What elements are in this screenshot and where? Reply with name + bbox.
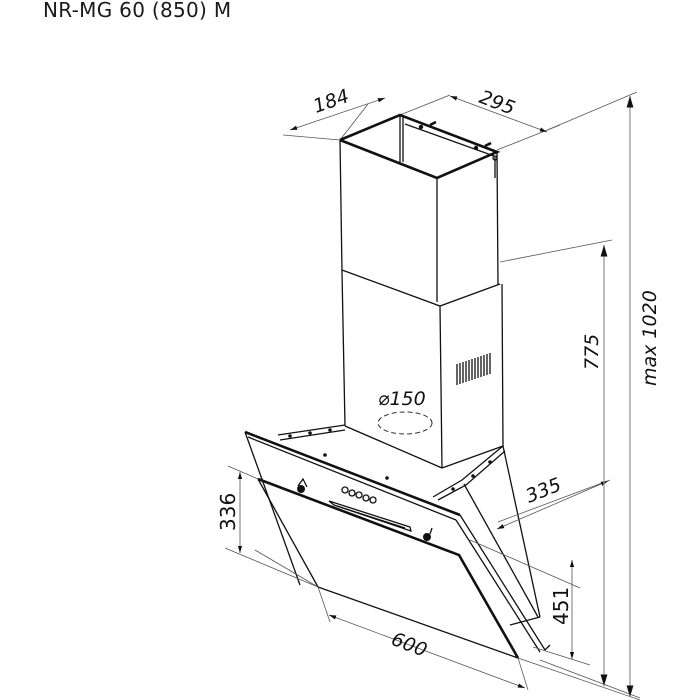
duct-diameter-label: ⌀150 [378, 388, 426, 410]
hood-frame [244, 430, 551, 653]
dimension-775: 775 [499, 239, 613, 686]
glass-panel [257, 477, 520, 659]
dim-295-label: 295 [476, 86, 518, 120]
dimension-451: 451 [532, 560, 591, 666]
dimension-600: 600 [254, 549, 641, 700]
side-bracket [277, 424, 541, 626]
control-buttons [341, 486, 377, 504]
duct-outlet: ⌀150 [377, 388, 433, 435]
dimension-336: 336 [216, 465, 319, 588]
dim-451-label: 451 [549, 587, 573, 625]
dimension-295: 295 [399, 86, 561, 151]
chimney-lower [341, 269, 504, 469]
dimension-335: 335 [469, 474, 611, 589]
dim-184-label: 184 [310, 85, 351, 118]
dim-max-1020-label: max 1020 [639, 290, 661, 386]
dim-600-label: 600 [388, 628, 430, 662]
dim-775-label: 775 [581, 334, 603, 370]
vent-grille [456, 353, 491, 385]
dim-336-label: 336 [216, 493, 240, 531]
chimney-upper [339, 113, 501, 302]
dimension-184: 184 [282, 85, 386, 141]
product-title: NR-MG 60 (850) M [43, 0, 232, 22]
dimension-max-1020: max 1020 [539, 91, 661, 699]
